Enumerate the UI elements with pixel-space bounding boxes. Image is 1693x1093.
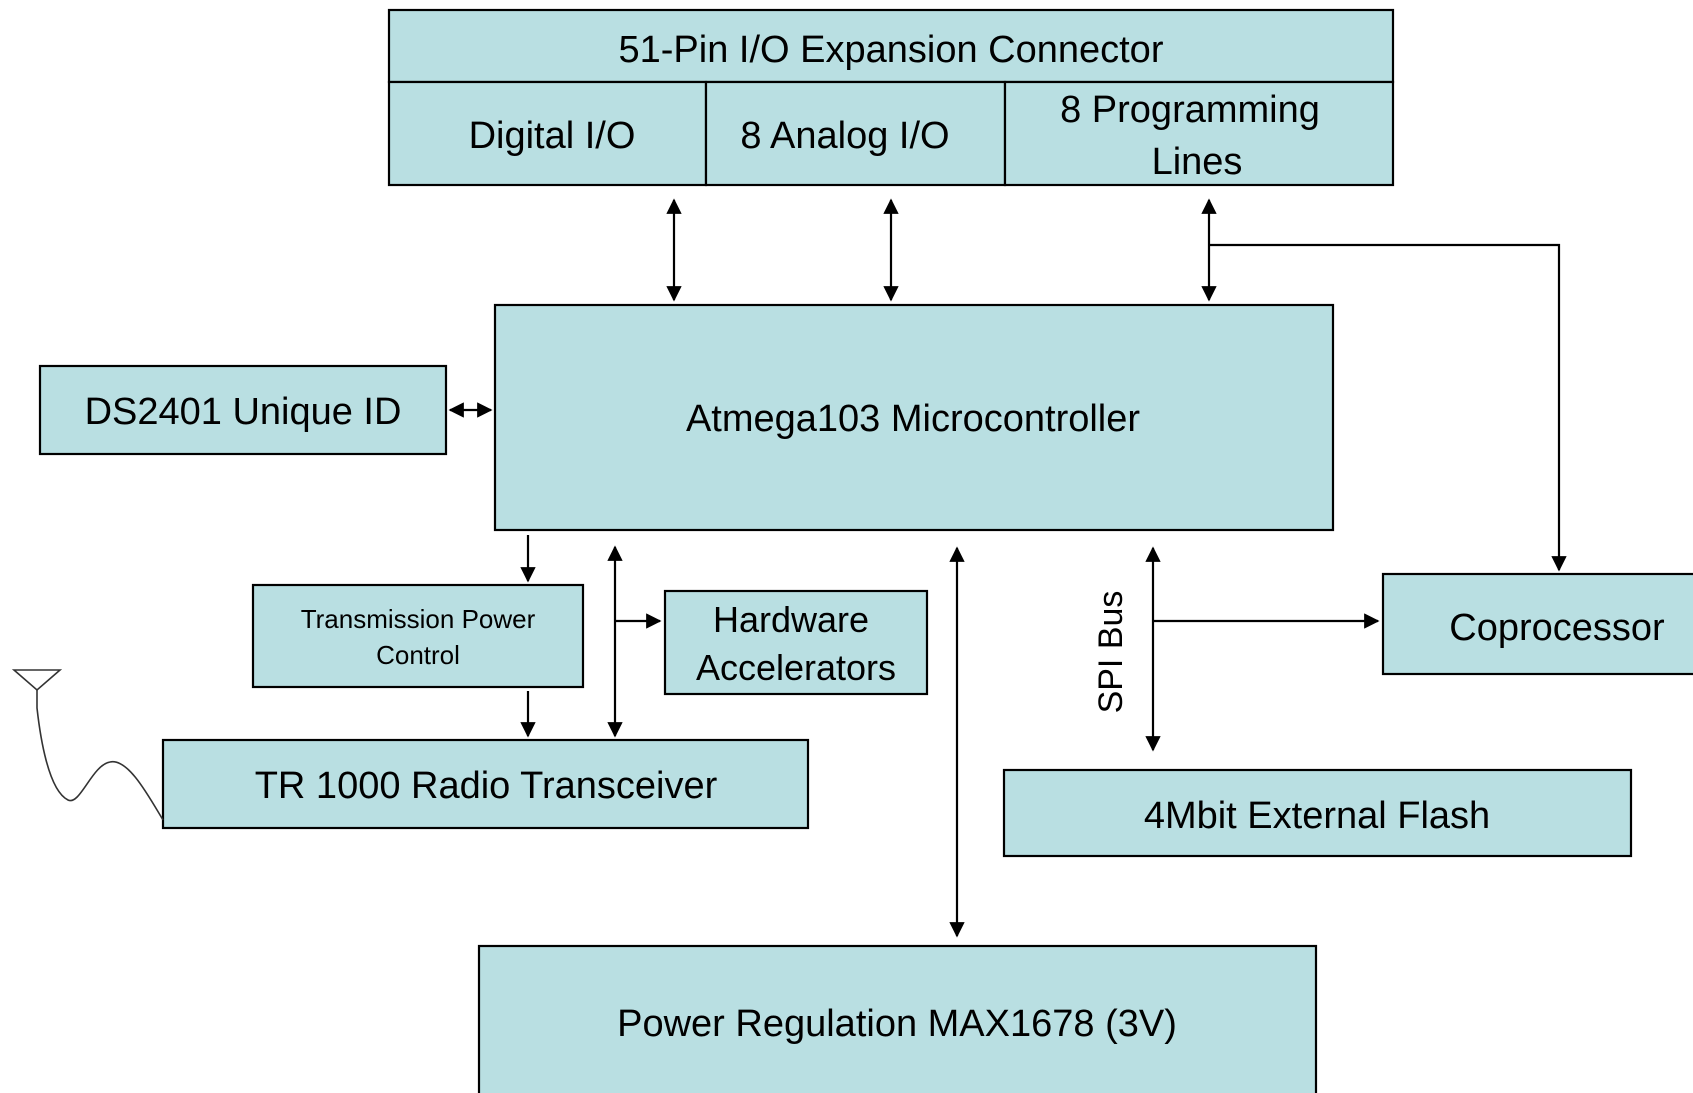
unique-id-label: DS2401 Unique ID bbox=[85, 391, 402, 433]
external-flash-block bbox=[1002, 768, 1633, 858]
programming-lines-label-1: 8 Programming bbox=[1060, 89, 1320, 131]
tx-power-control-label-2: Control bbox=[376, 640, 460, 670]
microcontroller-label: Atmega103 Microcontroller bbox=[686, 398, 1140, 440]
digital-io-block bbox=[387, 80, 708, 187]
programming-lines-block bbox=[1003, 80, 1395, 187]
programming-lines-label-2: Lines bbox=[1152, 141, 1243, 183]
digital-io-label: Digital I/O bbox=[469, 115, 636, 157]
programming-to-coprocessor-link bbox=[1209, 243, 1567, 572]
tx-power-control-block bbox=[251, 583, 585, 689]
coprocessor-block bbox=[1381, 572, 1693, 676]
hardware-accelerators-label-2: Accelerators bbox=[696, 647, 896, 688]
analog-io-label: 8 Analog I/O bbox=[740, 115, 949, 157]
connections bbox=[448, 198, 1567, 938]
tx-power-control-label-1: Transmission Power bbox=[301, 604, 536, 634]
unique-id-block bbox=[38, 364, 448, 456]
spi-bus-label: SPI Bus bbox=[1092, 591, 1130, 714]
microcontroller-block bbox=[493, 303, 1335, 532]
expansion-connector-header bbox=[387, 8, 1395, 84]
hardware-accelerators-block bbox=[663, 589, 929, 696]
external-flash-label: 4Mbit External Flash bbox=[1144, 795, 1490, 837]
antenna-icon bbox=[11, 669, 164, 821]
coprocessor-label: Coprocessor bbox=[1449, 607, 1665, 649]
power-regulation-block bbox=[477, 944, 1318, 1093]
radio-transceiver-label: TR 1000 Radio Transceiver bbox=[255, 765, 718, 807]
analog-io-block bbox=[704, 80, 1007, 187]
radio-transceiver-block bbox=[161, 738, 810, 830]
power-regulation-label: Power Regulation MAX1678 (3V) bbox=[617, 1003, 1177, 1045]
expansion-connector-title: 51-Pin I/O Expansion Connector bbox=[619, 29, 1164, 71]
expansion-connector: 51-Pin I/O Expansion Connector Digital I… bbox=[387, 8, 1395, 187]
hardware-accelerators-label-1: Hardware bbox=[713, 599, 869, 640]
